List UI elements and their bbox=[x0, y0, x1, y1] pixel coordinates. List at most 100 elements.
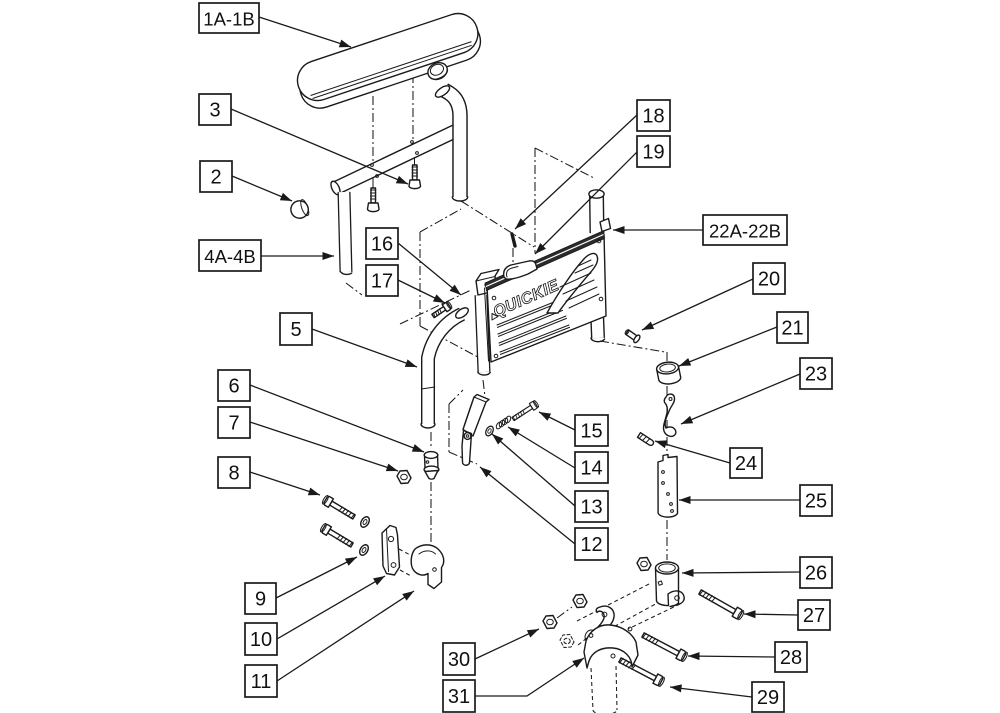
callout-22A-22B: 22A-22B bbox=[613, 214, 788, 246]
callout-label: 29 bbox=[757, 687, 779, 709]
callout-box bbox=[774, 641, 808, 673]
callout-label: 8 bbox=[228, 463, 239, 485]
leader-arrowhead bbox=[395, 175, 408, 184]
callout-box bbox=[799, 484, 833, 517]
washer-upper bbox=[358, 514, 372, 530]
leader-arrowhead bbox=[322, 252, 334, 260]
callout-27: 27 bbox=[743, 599, 831, 631]
callout-box bbox=[574, 527, 609, 561]
pad-mounting-screw-right bbox=[408, 152, 422, 190]
callout-box bbox=[198, 2, 260, 34]
leader-arrowhead bbox=[344, 557, 357, 566]
leader-arrowhead bbox=[385, 463, 398, 472]
callout-5: 5 bbox=[279, 312, 418, 368]
release-bolt bbox=[624, 329, 641, 344]
callout-box bbox=[217, 456, 251, 489]
callout-box bbox=[244, 582, 277, 615]
callout-box bbox=[217, 369, 251, 402]
callout-label: 11 bbox=[251, 671, 272, 693]
callout-label: 12 bbox=[580, 534, 602, 556]
callout-box bbox=[636, 99, 671, 132]
callout-box bbox=[574, 451, 609, 484]
bolt-27 bbox=[696, 586, 746, 622]
ghost-nut bbox=[559, 634, 575, 648]
callout-box bbox=[729, 447, 763, 479]
leader-line bbox=[641, 278, 754, 331]
leader-arrowhead bbox=[432, 294, 445, 303]
leader-arrowhead bbox=[679, 358, 692, 366]
panel-swoosh bbox=[546, 252, 600, 314]
armrest-back-post bbox=[434, 83, 469, 202]
saddle-clamp-lower bbox=[583, 624, 639, 669]
callout-box bbox=[244, 622, 278, 656]
leader-arrowhead bbox=[655, 440, 668, 449]
leader-arrowhead bbox=[744, 610, 756, 619]
callout-28: 28 bbox=[687, 641, 808, 673]
bolt-28 bbox=[639, 629, 690, 664]
pivot-plug bbox=[423, 450, 440, 480]
leader-arrowhead bbox=[688, 652, 700, 661]
leader-arrowhead bbox=[449, 284, 461, 295]
leader-arrowhead bbox=[307, 487, 320, 496]
callout-label: 15 bbox=[580, 421, 602, 443]
callout-label: 25 bbox=[805, 491, 827, 513]
leader-arrowhead bbox=[279, 192, 292, 201]
leader-arrowhead bbox=[670, 684, 682, 693]
leader-line bbox=[249, 384, 425, 453]
callout-4A-4B: 4A-4B bbox=[198, 239, 334, 272]
callout-label: 31 bbox=[448, 686, 470, 708]
leader-line bbox=[514, 114, 638, 230]
callout-7: 7 bbox=[217, 406, 399, 472]
front-post bbox=[337, 191, 353, 276]
callout-box bbox=[574, 414, 609, 447]
callout-19: 19 bbox=[534, 135, 671, 255]
leader-line bbox=[397, 242, 462, 296]
leader-arrowhead bbox=[373, 576, 385, 586]
callout-17: 17 bbox=[365, 264, 446, 304]
height-adjust-cap bbox=[427, 62, 449, 81]
bracket-bolt-lower bbox=[318, 521, 356, 550]
leader-arrowhead bbox=[679, 496, 691, 504]
callout-label: 21 bbox=[781, 318, 803, 340]
leader-arrowhead bbox=[411, 444, 424, 452]
leader-line bbox=[275, 556, 358, 599]
leader-arrowhead bbox=[572, 658, 584, 668]
callout-box bbox=[574, 490, 609, 523]
latch-hook bbox=[662, 393, 677, 438]
callout-box bbox=[244, 664, 278, 698]
callout-box bbox=[636, 135, 671, 168]
callout-label: 13 bbox=[580, 497, 602, 519]
leader-arrowhead bbox=[508, 427, 520, 437]
callout-box bbox=[365, 227, 399, 260]
receiver-fitting bbox=[654, 561, 685, 608]
callout-box bbox=[442, 642, 476, 676]
callout-label: 17 bbox=[371, 271, 393, 293]
leader-arrowhead bbox=[682, 568, 694, 577]
leader-line bbox=[249, 421, 399, 472]
bolt-29 bbox=[616, 654, 667, 688]
callout-label: 10 bbox=[250, 629, 272, 651]
roll-pin bbox=[636, 431, 655, 447]
clamp-nut-a bbox=[542, 614, 558, 630]
callout-label: 2 bbox=[210, 167, 221, 189]
callout-label: 20 bbox=[758, 269, 780, 291]
leader-line bbox=[276, 575, 386, 640]
leader-arrowhead bbox=[539, 412, 552, 421]
leader-arrowhead bbox=[404, 359, 417, 367]
pivot-nut bbox=[396, 469, 412, 485]
rail-end-tab bbox=[599, 217, 612, 233]
leader-line bbox=[534, 151, 638, 255]
callout-21: 21 bbox=[678, 311, 809, 367]
callout-13: 13 bbox=[491, 433, 609, 523]
callout-label: 27 bbox=[803, 605, 825, 627]
leader-arrowhead bbox=[613, 226, 625, 234]
swan-neck-tube bbox=[420, 307, 469, 429]
phantom-tube bbox=[590, 665, 618, 713]
callout-box bbox=[279, 312, 313, 346]
callout-box bbox=[776, 311, 809, 344]
leader-line bbox=[654, 440, 731, 464]
callout-15: 15 bbox=[538, 411, 609, 447]
leader-line bbox=[681, 571, 801, 574]
callout-3: 3 bbox=[198, 93, 409, 185]
